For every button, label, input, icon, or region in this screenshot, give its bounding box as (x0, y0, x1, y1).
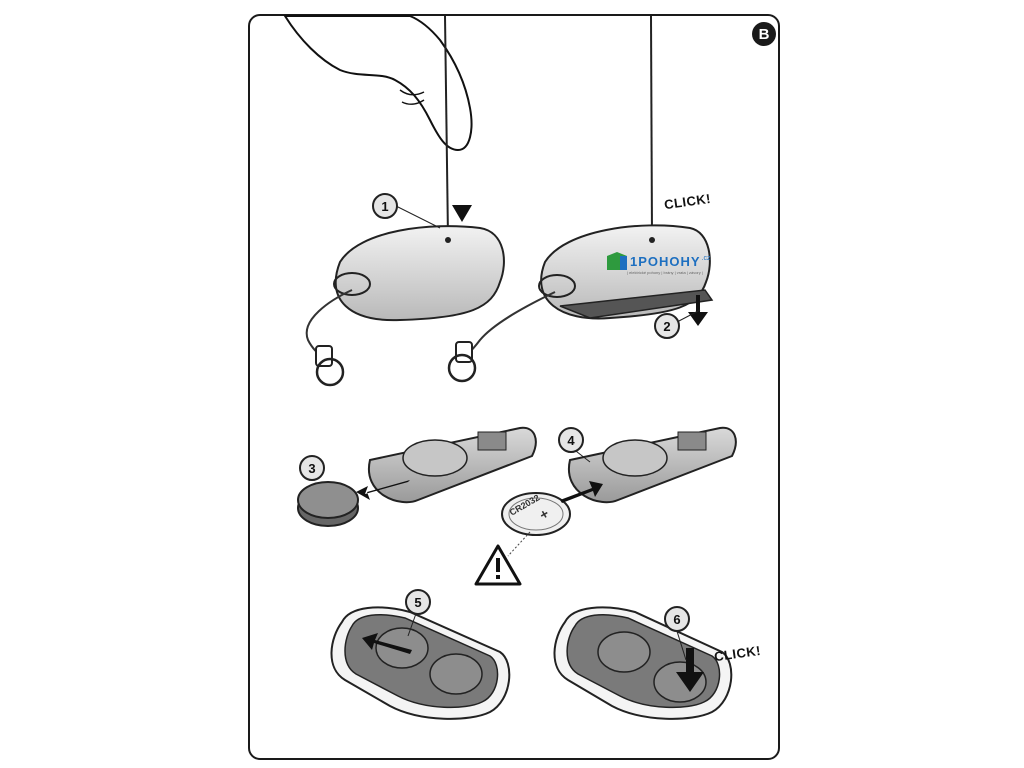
remote-shell-right (553, 606, 733, 720)
watermark-tld: .cz (701, 255, 711, 262)
leader-line (507, 531, 531, 557)
slide-arrow-icon (362, 633, 412, 654)
left-arrow-icon (356, 480, 410, 500)
key-ring-icon-2 (447, 353, 477, 383)
panel-badge: B (752, 22, 776, 46)
circuit-board-right (567, 426, 737, 504)
leader-1 (395, 205, 441, 229)
remote-opening (538, 224, 714, 320)
down-arrow-icon (452, 175, 472, 222)
leader-2 (676, 309, 701, 323)
coin-battery-new (501, 492, 571, 536)
remote-shell-left (330, 606, 511, 720)
step-badge-6: 6 (664, 606, 690, 632)
leader-6 (675, 627, 687, 661)
pin-tool-right (650, 15, 653, 239)
pin-tool (444, 15, 449, 239)
right-arrow-icon (560, 481, 603, 503)
watermark-brand: 1POHOHY .cz (606, 254, 711, 269)
watermark-name: 1POHOHY (630, 254, 701, 269)
lanyard-clip (315, 345, 333, 367)
warning-triangle-icon (474, 544, 522, 586)
key-ring-icon (315, 357, 345, 387)
press-arrow-icon (676, 648, 704, 692)
brand-logo-accent (620, 256, 627, 270)
step-badge-3: 3 (299, 455, 325, 481)
hand-icon (283, 15, 473, 152)
step-badge-4: 4 (558, 427, 584, 453)
coin-battery-removed (297, 481, 359, 527)
step-badge-1: 1 (372, 193, 398, 219)
watermark-tagline: | elektrické pohony | brány | vrata | zá… (627, 270, 703, 275)
remote-closed (333, 225, 505, 322)
step-badge-2: 2 (654, 313, 680, 339)
circuit-board-left (367, 426, 537, 504)
step-badge-5: 5 (405, 589, 431, 615)
